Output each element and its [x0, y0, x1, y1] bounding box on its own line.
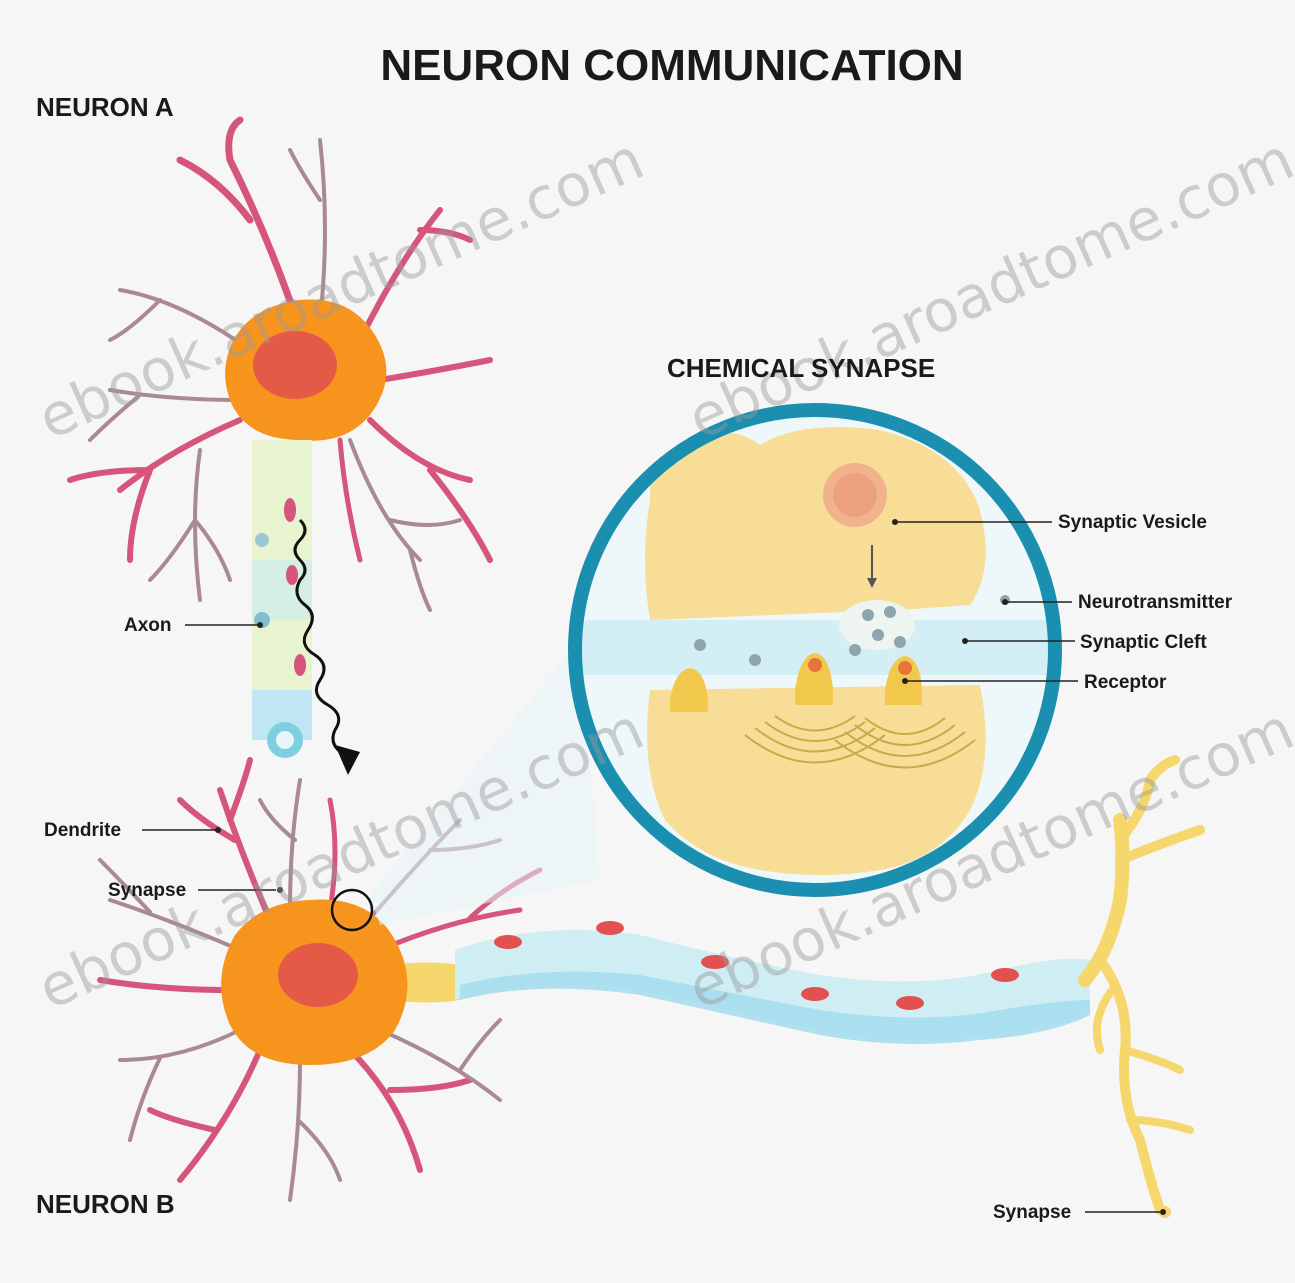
synaptic-vesicle-label: Synaptic Vesicle: [1058, 512, 1207, 533]
neurotransmitter-label: Neurotransmitter: [1078, 592, 1233, 613]
synapse-terminal-label: Synapse: [993, 1202, 1071, 1223]
watermark-2: ebook.aroadtome.com: [678, 125, 1295, 453]
axon-label: Axon: [124, 615, 172, 636]
neuron-a-axon: [252, 440, 312, 758]
neuron-a-label: NEURON A: [36, 92, 174, 122]
neuron-b-label: NEURON B: [36, 1189, 175, 1219]
dendrite-label: Dendrite: [44, 820, 121, 841]
receptor-label: Receptor: [1084, 672, 1167, 693]
synapse-b-label: Synapse: [108, 880, 186, 901]
chemical-synapse-heading: CHEMICAL SYNAPSE: [667, 353, 935, 383]
page-title: NEURON COMMUNICATION: [380, 41, 963, 90]
neuron-b-nucleus: [278, 943, 358, 1007]
synaptic-cleft-label: Synaptic Cleft: [1080, 632, 1207, 653]
presynaptic-terminal: [645, 427, 986, 620]
